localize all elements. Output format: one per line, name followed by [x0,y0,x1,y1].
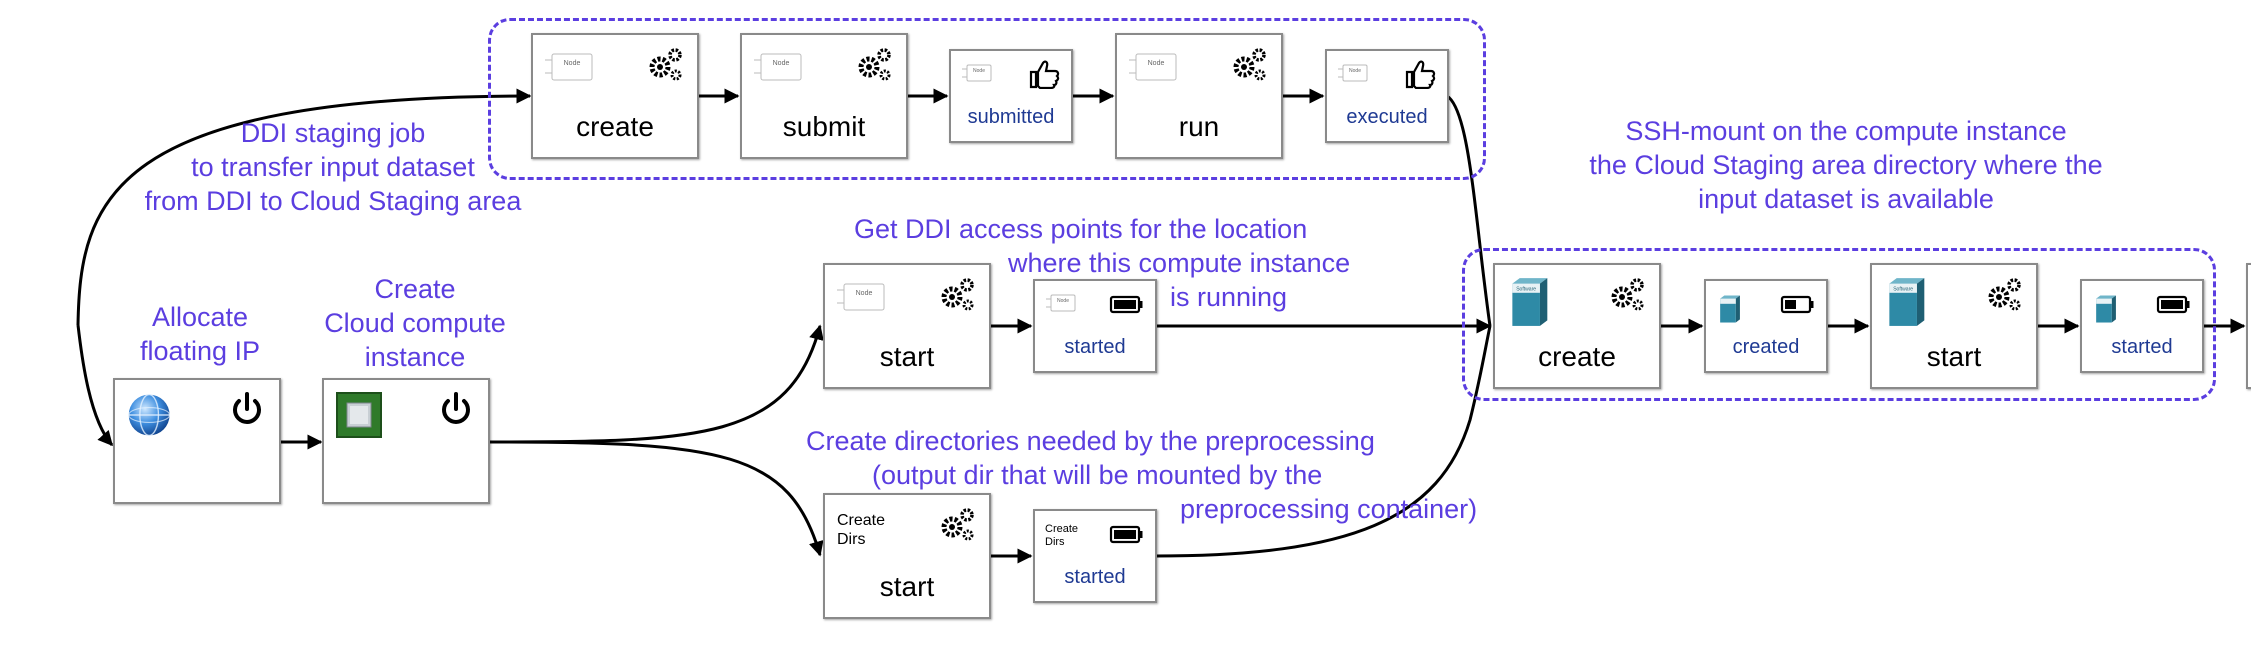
node-mini-label: Node [773,60,790,67]
stage-run-node[interactable]: Node run [1115,33,1283,159]
power-icon [442,392,470,424]
node-label: created [1732,336,1800,358]
staging-job-caption: DDI staging job to transfer input datase… [144,118,522,216]
gears-icon [858,48,891,81]
node-label: started [1064,566,1126,588]
node-component-icon: Node [837,283,885,311]
node-label: start [879,341,935,372]
node-label: submitted [967,106,1055,128]
ssh-mount-group [1462,248,2216,401]
floating-ip-node[interactable] [113,378,281,504]
node-mini-label: Node [856,290,873,297]
access-start-node[interactable]: Node start [823,263,991,389]
mount-start-node[interactable]: Software start [1870,263,2038,389]
node-label: start [879,571,935,602]
dirs-start-node[interactable]: Create Dirs start [823,493,991,619]
node-component-icon: Node [1129,53,1177,81]
software-box-icon: Software [1512,278,1548,326]
access-points-caption-3: is running [1170,282,1288,312]
edge-root-to-staging [76,88,532,326]
create-instance-caption: Create Cloud compute instance [324,274,506,372]
stage-submitted-node[interactable]: Node submitted [949,49,1073,143]
software-mini-label: Software [1516,287,1536,293]
gears-icon [941,508,974,541]
stage-create-node[interactable]: Node create [531,33,699,159]
battery-half-icon [1780,295,1814,314]
globe-icon [128,393,171,437]
node-label: executed [1346,106,1428,128]
edge-compute-to-dirs [488,440,824,557]
software-mini-label: Software [1893,287,1913,293]
create-dirs-caption-2: (output dir that will be mounted by the [872,460,1323,490]
create-dirs-icon-text: Create Dirs [837,512,886,548]
dirs-started-node[interactable]: Create Dirs started [1033,509,1157,603]
power-icon [233,392,261,424]
battery-full-icon [1109,295,1143,314]
allocate-caption: Allocate floating IP [139,302,261,366]
stage-executed-node[interactable]: Node executed [1325,49,1449,143]
create-dirs-icon-text: Create Dirs [1045,523,1079,548]
gears-icon [1233,48,1266,81]
gears-icon [649,48,682,81]
gears-icon [1988,278,2021,311]
node-component-icon: Node [1046,294,1076,312]
node-label: create [1538,341,1616,372]
thumbs-up-icon [1405,60,1436,89]
thumbs-up-icon [1029,60,1060,89]
node-mini-label: Node [973,68,985,74]
next-node-partial[interactable] [2246,263,2251,389]
ssh-mount-caption: SSH-mount on the compute instance the Cl… [1589,116,2103,214]
node-component-icon: Node [1338,64,1368,82]
battery-full-icon [2156,295,2190,314]
software-box-icon [1720,295,1740,323]
access-points-caption-1: Get DDI access points for the location [854,214,1308,244]
software-box-icon [2096,295,2116,323]
node-label: run [1178,111,1220,142]
node-component-icon: Node [545,53,593,81]
node-label: started [1064,336,1126,358]
node-component-icon: Node [754,53,802,81]
node-label: start [1926,341,1982,372]
mount-started-node[interactable]: started [2080,279,2204,373]
create-dirs-caption-1: Create directories needed by the preproc… [806,426,1375,456]
mount-create-node[interactable]: Software create [1493,263,1661,389]
edge-dirs-started-to-mount [1154,325,1492,558]
node-label: started [2111,336,2173,358]
compute-instance-node[interactable] [322,378,490,504]
gears-icon [1611,278,1644,311]
edge-compute-to-access [488,324,824,444]
access-points-caption-2: where this compute instance [1008,248,1351,278]
software-box-icon: Software [1889,278,1925,326]
node-label: create [576,111,654,142]
staging-job-group [488,18,1486,180]
mount-created-node[interactable]: created [1704,279,1828,373]
access-started-node[interactable]: Node started [1033,279,1157,373]
node-mini-label: Node [1349,68,1361,74]
node-mini-label: Node [564,60,581,67]
stage-submit-node[interactable]: Node submit [740,33,908,159]
battery-full-icon [1109,525,1143,544]
node-mini-label: Node [1057,298,1069,304]
node-component-icon: Node [962,64,992,82]
node-label: submit [782,111,866,142]
gears-icon [941,278,974,311]
create-dirs-caption-3: preprocessing container) [1180,494,1478,524]
edge-root-to-floating-ip [76,324,114,447]
node-mini-label: Node [1148,60,1165,67]
chip-icon [336,392,382,438]
